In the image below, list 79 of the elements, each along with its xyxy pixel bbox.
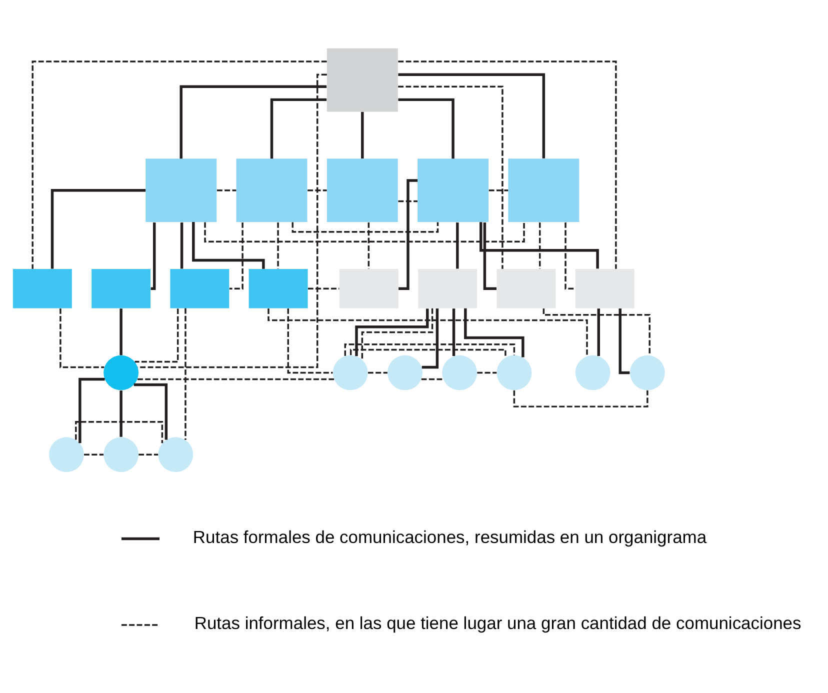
node-circle <box>158 437 194 472</box>
connector <box>192 222 265 269</box>
connector <box>361 308 434 360</box>
node-box <box>326 48 398 112</box>
connector <box>308 288 340 290</box>
connector <box>398 73 546 158</box>
connector <box>78 378 105 444</box>
connector <box>184 308 186 440</box>
node-box <box>170 268 230 308</box>
connector <box>120 308 122 356</box>
connector <box>308 189 327 192</box>
connector <box>483 222 496 290</box>
legend-label: Rutas formales de comunicaciones, resumidas en un organigrama <box>192 526 707 547</box>
connector <box>422 308 439 369</box>
node-circle <box>104 355 139 390</box>
node-box <box>496 268 556 308</box>
connector <box>292 222 439 233</box>
node-circle <box>388 355 422 390</box>
node-box <box>92 268 151 308</box>
connector <box>277 222 279 269</box>
connector <box>287 308 333 374</box>
connector <box>75 420 164 444</box>
connector <box>488 189 508 192</box>
connector <box>456 222 459 269</box>
node-box <box>248 268 308 308</box>
node-box <box>418 268 478 308</box>
connector <box>84 454 104 456</box>
connector <box>368 372 388 374</box>
node-box <box>418 158 489 222</box>
node-circle <box>630 355 665 390</box>
node-box <box>146 158 217 222</box>
node-circle <box>104 437 139 472</box>
connector <box>120 390 122 437</box>
connector <box>398 200 418 202</box>
connector <box>180 222 184 269</box>
connector <box>344 343 516 356</box>
node-box <box>236 158 308 222</box>
connector <box>538 222 541 269</box>
connector <box>398 179 418 290</box>
connector <box>134 308 179 363</box>
connector <box>268 308 588 356</box>
connector <box>368 222 370 269</box>
connector <box>398 60 617 269</box>
connector <box>60 308 104 368</box>
connector <box>421 378 444 380</box>
connector <box>480 222 599 269</box>
connector <box>597 308 600 356</box>
connector <box>464 308 524 358</box>
connector <box>134 383 168 440</box>
node-circle <box>575 355 610 390</box>
node-box <box>508 158 580 222</box>
connector <box>180 85 327 159</box>
connector <box>355 308 429 356</box>
connector <box>361 112 364 158</box>
connector <box>350 348 506 358</box>
connector <box>398 86 504 269</box>
connector <box>398 98 454 159</box>
node-circle <box>48 437 84 472</box>
connector <box>618 308 630 374</box>
connector <box>542 308 650 356</box>
connector <box>452 308 456 356</box>
node-circle <box>332 355 368 390</box>
legend-label: Rutas informales, en las que tiene lugar una gran cantidad de comunicaciones <box>194 613 802 634</box>
connector <box>564 222 576 290</box>
node-circle <box>442 355 478 390</box>
connector <box>138 74 327 368</box>
connector <box>270 98 327 159</box>
node-box <box>339 268 398 308</box>
connector <box>50 188 146 269</box>
node-circle <box>496 355 532 390</box>
connector <box>138 378 334 380</box>
connector <box>32 60 327 269</box>
connector <box>216 189 236 192</box>
node-box <box>575 268 634 308</box>
node-box <box>12 268 72 308</box>
connector <box>204 222 525 243</box>
connector <box>138 454 158 456</box>
connector <box>477 372 497 374</box>
node-box <box>326 158 398 222</box>
